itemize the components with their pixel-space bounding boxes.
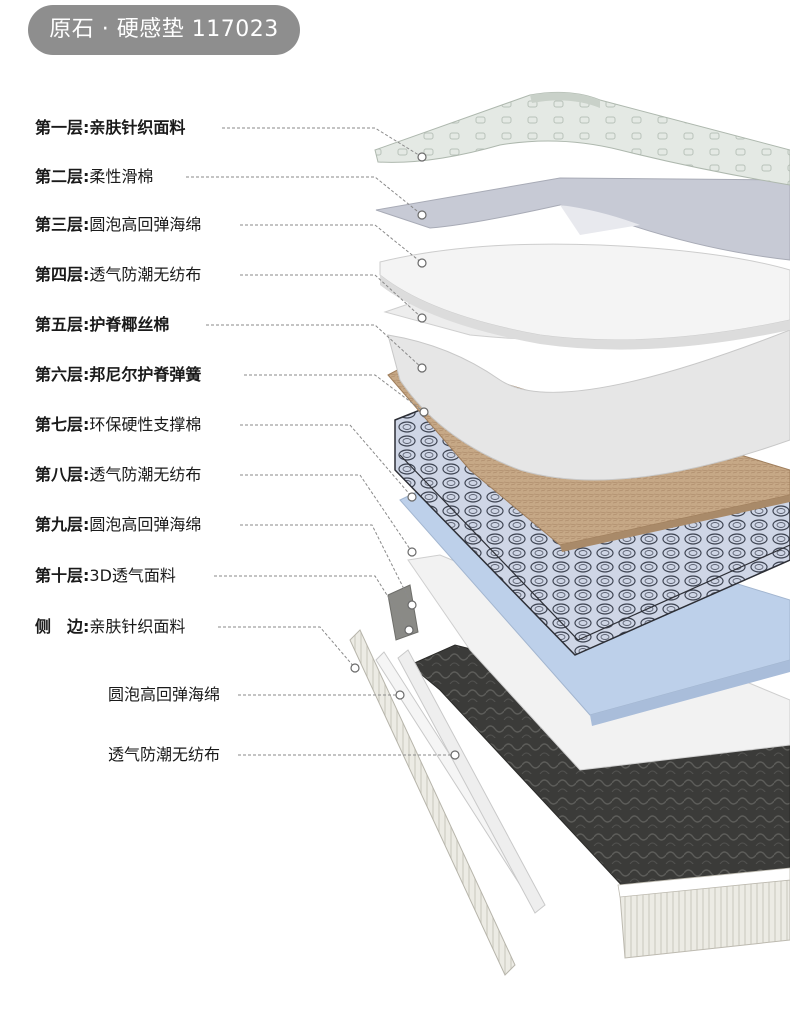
marker-dot xyxy=(417,258,427,268)
layer-label-8: 第八层:透气防潮无纺布 xyxy=(35,465,201,484)
layer-label-3: 第三层:圆泡高回弹海绵 xyxy=(35,215,201,234)
marker-dot xyxy=(350,663,360,673)
layer-label-6: 第六层:邦尼尔护脊弹簧 xyxy=(35,365,201,384)
marker-dot xyxy=(395,690,405,700)
marker-dot xyxy=(417,210,427,220)
marker-dot xyxy=(417,152,427,162)
marker-dot xyxy=(450,750,460,760)
layer-label-9: 第九层:圆泡高回弹海绵 xyxy=(35,515,201,534)
layer-marker-dots xyxy=(350,152,460,760)
product-badge: 原石 · 硬感垫 117023 xyxy=(28,5,300,55)
marker-dot xyxy=(407,547,417,557)
layer-label-7: 第七层:环保硬性支撑棉 xyxy=(35,415,201,434)
layer-label-1: 第一层:亲肤针织面料 xyxy=(35,118,185,137)
layer-label-10: 第十层:3D透气面料 xyxy=(35,566,176,585)
marker-dot xyxy=(417,363,427,373)
layer-label-5: 第五层:护脊椰丝棉 xyxy=(35,315,169,334)
marker-dot xyxy=(419,407,429,417)
top-knit-fabric-layer xyxy=(374,91,790,186)
layer-label-4: 第四层:透气防潮无纺布 xyxy=(35,265,201,284)
side-label-nonwoven: 透气防潮无纺布 xyxy=(108,745,220,764)
side-label-foam: 圆泡高回弹海绵 xyxy=(108,685,220,704)
side-nonwoven-panel xyxy=(397,649,546,914)
support-felt-layer xyxy=(387,329,790,481)
marker-dot xyxy=(407,492,417,502)
side-knit-panel xyxy=(349,629,516,976)
layer-label-side: 侧 边:亲肤针织面料 xyxy=(35,617,185,636)
leader-lines xyxy=(186,127,455,756)
side-bracket-upper xyxy=(387,584,419,641)
marker-dot xyxy=(417,313,427,323)
marker-dot xyxy=(407,600,417,610)
layer-label-2: 第二层:柔性滑棉 xyxy=(35,167,153,186)
marker-dot xyxy=(404,625,414,635)
side-border-lip xyxy=(617,867,790,898)
